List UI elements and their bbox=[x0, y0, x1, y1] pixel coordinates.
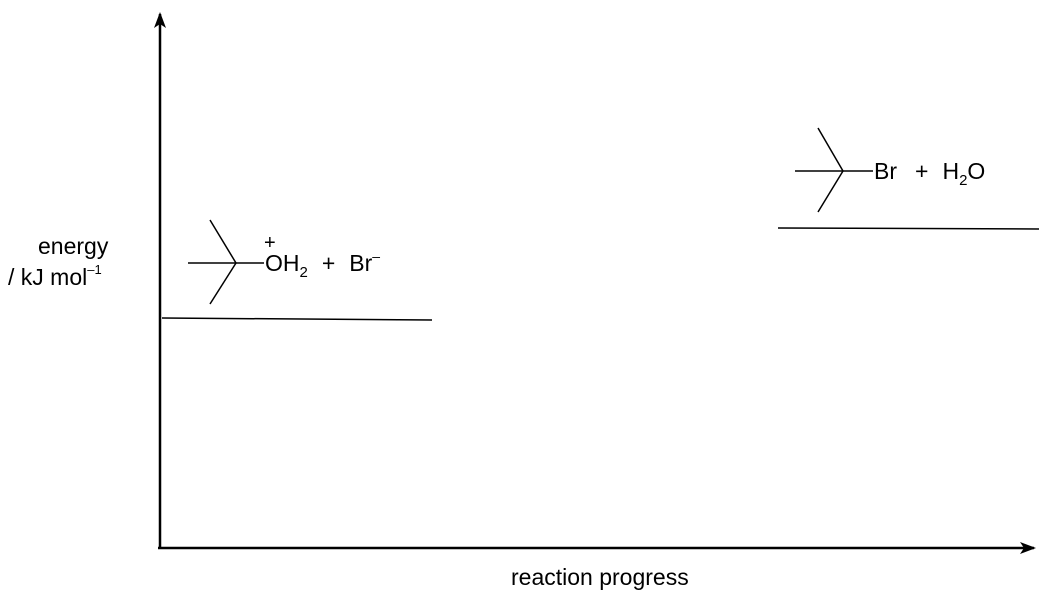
oxonium-group: OH bbox=[265, 250, 300, 276]
oxonium-charge: + bbox=[264, 232, 276, 254]
bromide-charge: – bbox=[372, 248, 381, 264]
water-oxygen: O bbox=[967, 158, 986, 184]
plus-sign-right: + bbox=[915, 158, 929, 184]
y-axis-unit-exponent: –1 bbox=[87, 262, 102, 277]
species-right-formula: Br + H2O bbox=[874, 158, 986, 189]
bromide-ion: Br bbox=[349, 250, 373, 276]
water-subscript: 2 bbox=[959, 172, 968, 189]
species-left-formula: OH2 + Br– bbox=[265, 249, 380, 280]
energy-level-left bbox=[161, 317, 433, 321]
y-axis-unit: / kJ mol bbox=[8, 264, 88, 290]
y-axis-label-line1: energy bbox=[38, 233, 109, 259]
tert-butyl-skeleton-left bbox=[188, 219, 264, 305]
energy-level-right bbox=[777, 227, 1039, 230]
plus-sign-left: + bbox=[321, 250, 336, 276]
y-axis-label-line2: / kJ mol–1 bbox=[8, 263, 102, 290]
tert-butyl-skeleton-right bbox=[795, 127, 873, 213]
water-hydrogen: H bbox=[942, 158, 960, 184]
oxonium-subscript: 2 bbox=[299, 264, 308, 281]
x-axis-label: reaction progress bbox=[511, 564, 689, 590]
bromine-atom: Br bbox=[874, 158, 897, 184]
